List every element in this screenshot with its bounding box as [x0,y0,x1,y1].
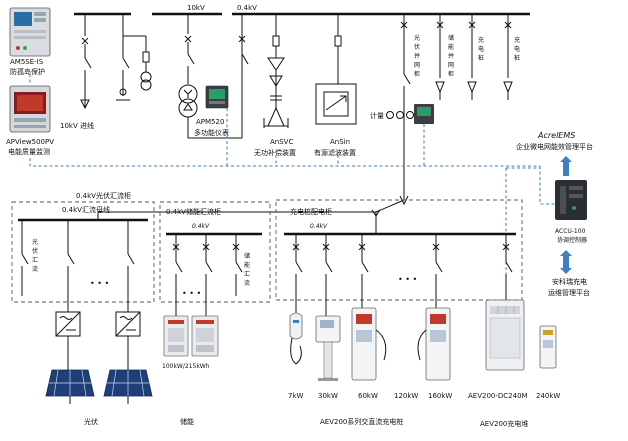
ansvc-branch [263,14,289,128]
charger-7kw-icon [289,312,303,365]
storage-ellipsis: • • • [182,289,201,298]
storage-breaker-2 [202,234,213,316]
storage-bus-label: 0.4kV [192,223,210,230]
pv-cabinet-frame [11,201,155,303]
incoming-label: 10kV 进线 [60,121,94,130]
rating-60kw: 60kW [358,392,378,400]
transformer-primary-icon [178,84,198,104]
charging-breaker-7kw [292,234,303,316]
charging-cabinet-frame [275,199,523,301]
pv-grid-label: 光伏并网柜 [414,34,420,78]
charging-stack-icon [485,299,525,371]
accu-controller-icon [555,180,587,220]
pv-busbar-title: 0.4kV汇流母线 [62,205,110,214]
storage-grid-label: 储能并网柜 [448,34,454,78]
pv-section-title: 光伏 [84,417,98,426]
charging-feeder-a [467,14,477,100]
charger-60kw-icon [351,307,387,381]
storage-section-title: 储能 [180,417,194,426]
am5se-device-icon [9,7,51,57]
pv-cabinet-title: 0.4kV光伏汇流柜 [76,191,131,200]
charging-ellipsis: • • • [398,275,417,284]
ansin-name: AnSin [330,138,350,146]
pv-breaker-1 [67,220,75,312]
lv-main-breaker [238,30,249,65]
charge-platform-line1: 安科瑞充电 [552,277,587,286]
rating-120kw: 120kW [394,392,418,400]
ansin-desc: 有源滤波装置 [314,148,356,157]
charging-breaker-60kw [358,234,369,310]
charger-series-title: AEV200系列交直流充电桩 [320,417,403,426]
ems-up-arrow-icon [560,156,572,176]
charging-stack-terminal-icon [539,325,557,369]
pv-inverter-1-icon [55,311,81,337]
pv-breaker-2 [127,220,135,312]
pv-grid-branch [375,14,411,213]
charging-bus-label: 0.4kV [310,223,328,230]
pv-inverter-2-icon [115,311,141,337]
pv-panel-1-icon [45,369,95,404]
charging-breaker-240kw [502,234,513,300]
ems-title: AcrelEMS [537,131,575,140]
rating-7kw: 7kW [288,392,304,400]
pile-series-title: AEV200充电堆 [480,419,528,428]
charging-pile-b-label: 充电桩 [514,36,520,62]
charging-cabinet-title: 充电桩配电柜 [290,207,332,216]
feeder-meter-icon [414,104,434,124]
storage-capacity: 100kW/215kWh [162,363,210,370]
apm520-desc: 多功能仪表 [194,128,229,137]
apview-device-icon [9,85,51,133]
pv-ellipsis: • • • [90,279,109,288]
apm520-name: APM520 [196,118,224,126]
apview-name: APView500PV [6,138,54,146]
charger-30kw-icon [315,315,341,381]
comm-lines [29,74,556,300]
am5se-desc: 防孤岛保护 [10,67,45,76]
pv-panel-2-icon [103,369,153,404]
hv-pt-branch [116,14,152,101]
ems-desc: 企业微电网能效管理平台 [516,142,593,151]
ansvc-name: AnSVC [270,138,293,146]
platform-updown-arrow-icon [560,250,572,274]
pv-combiner-label: 光伏汇流 [32,238,38,273]
charger-120kw-icon [362,304,388,380]
apview-desc: 电能质量监测 [8,147,50,156]
accu-name: ACCU-100 [555,228,586,235]
lv-bus-label: 0.4kV [237,4,257,12]
accu-desc: 协调控制器 [557,236,587,244]
storage-cabinet-title: 0.4kV储能汇流柜 [166,207,221,216]
rating-30kw: 30kW [318,392,338,400]
pile-model: AEV200-DC240M [468,392,528,400]
storage-combiner-breaker [232,234,243,296]
incoming-feeder [80,14,92,110]
am5se-name: AM5SE-IS [10,58,44,66]
rating-160kw: 160kW [428,392,452,400]
metering-ct-icons [386,111,414,119]
pv-combiner-breaker [21,220,29,296]
storage-battery-1-icon [163,315,189,357]
charging-feeder-b [503,14,513,100]
storage-combiner-label: 储能汇流 [244,252,250,287]
apm520-device-icon [205,85,229,109]
pile-power: 240kW [536,392,560,400]
charger-160kw-icon [417,307,451,381]
charging-breaker-160kw [432,234,443,310]
storage-grid-branch [435,14,445,100]
hv-bus-label: 10kV [187,4,205,12]
storage-battery-2-icon [191,315,219,357]
storage-breaker-1 [172,234,183,316]
charge-platform-line2: 运维管理平台 [548,288,590,297]
charging-pile-a-label: 充电桩 [478,36,484,62]
transformer-secondary-icon [178,98,198,118]
ansin-branch [315,14,357,125]
metering-label: 计量 [370,111,384,120]
charging-breaker-30kw [322,234,333,316]
ansvc-desc: 无功补偿装置 [254,148,296,157]
